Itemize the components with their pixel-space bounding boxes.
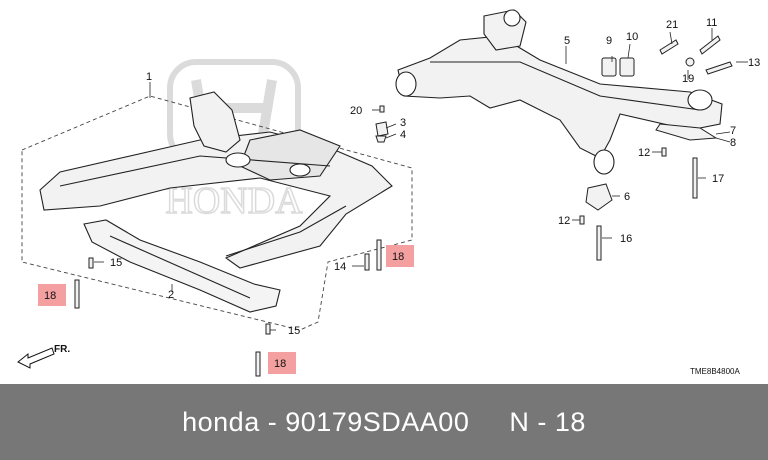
front-direction-arrow: FR. (17, 344, 70, 369)
nut-19 (685, 57, 695, 67)
label-16: 16 (620, 233, 632, 245)
bolt-20 (379, 105, 385, 113)
label-8: 8 (730, 137, 736, 149)
label-9: 9 (606, 35, 612, 47)
leader-lines (94, 28, 748, 331)
label-4: 4 (400, 129, 406, 141)
bolt-15-bottom (265, 323, 271, 335)
label-18-left: 18 (44, 290, 56, 302)
highlight-box-18-bottom (268, 352, 296, 374)
bolt-18-center (376, 239, 382, 271)
footer-bar: honda - 90179SDAA00 N - 18 (0, 384, 768, 460)
bolt-21 (659, 39, 679, 55)
front-subframe (39, 91, 393, 269)
bolt-18-left (74, 279, 80, 309)
rear-subframe (395, 9, 723, 175)
small-parts (375, 57, 718, 211)
front-subframe-boundary (21, 95, 413, 331)
bolt-18-bottom (255, 351, 261, 377)
parts-diagram: HONDA (17, 9, 760, 377)
label-3: 3 (400, 117, 406, 129)
part-labels: 1 2 3 4 5 6 7 8 9 10 11 12 12 13 14 15 1… (110, 17, 760, 337)
diagram-code: TME8B4800A (690, 367, 740, 376)
label-17: 17 (712, 173, 724, 185)
label-21: 21 (666, 19, 678, 31)
label-6: 6 (624, 191, 630, 203)
label-7: 7 (730, 125, 736, 137)
label-12-upper: 12 (638, 147, 650, 159)
label-2: 2 (168, 289, 174, 301)
bolt-13 (705, 61, 733, 75)
direction-label: FR. (54, 344, 70, 355)
highlight-box-18-left (38, 284, 66, 306)
part-4-washer (375, 135, 387, 143)
part-3-nut (375, 121, 389, 137)
bolt-11 (699, 35, 721, 55)
label-19: 19 (682, 73, 694, 85)
diagram-area: HONDA (17, 9, 761, 377)
part-10-bushing (619, 57, 635, 77)
part-9-bushing (601, 57, 617, 77)
label-20: 20 (350, 105, 362, 117)
bolt-17 (692, 157, 698, 199)
label-12-lower: 12 (558, 215, 570, 227)
label-5: 5 (564, 35, 570, 47)
label-18-bottom: 18 (274, 358, 286, 370)
footer-caption: honda - 90179SDAA00 N - 18 (182, 406, 586, 437)
part-6-bracket (585, 183, 613, 211)
highlight-box-18-center (386, 245, 414, 267)
label-14: 14 (334, 261, 346, 273)
label-13: 13 (748, 57, 760, 69)
label-10: 10 (626, 31, 638, 43)
label-1: 1 (146, 71, 152, 83)
highlighted-labels: 18 18 18 (38, 245, 414, 374)
bolt-16 (596, 225, 602, 261)
label-15-bottom: 15 (288, 325, 300, 337)
front-stiffener (83, 219, 281, 313)
bolts (74, 35, 733, 377)
label-15-left: 15 (110, 257, 122, 269)
label-11: 11 (706, 17, 717, 29)
bolt-15-left (88, 257, 94, 269)
bolt-14 (364, 253, 370, 271)
bolt-12-upper (661, 147, 667, 157)
part-7-bracket (655, 123, 718, 141)
bolt-12-lower (579, 215, 585, 225)
label-18-center: 18 (392, 251, 404, 263)
